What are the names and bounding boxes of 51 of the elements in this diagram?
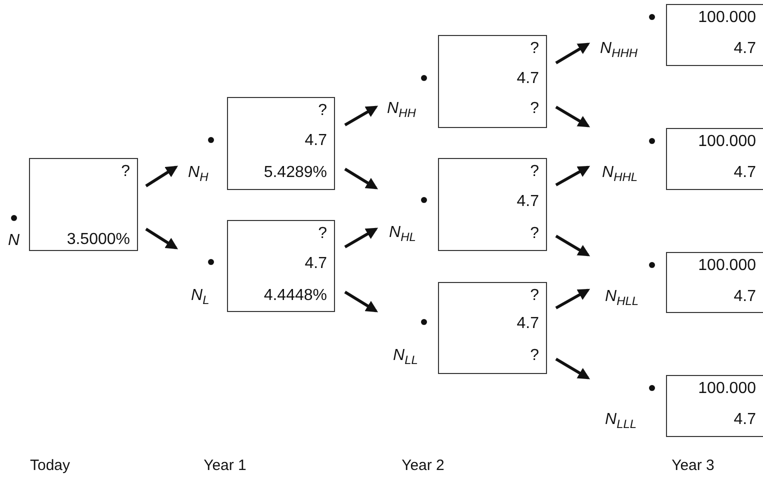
- node-value: 5.4289%: [264, 164, 327, 182]
- node-value: 4.4448%: [264, 287, 327, 305]
- arrow: [555, 106, 590, 128]
- arrow: [344, 106, 378, 126]
- arrow: [555, 234, 590, 256]
- node-value: ?: [530, 100, 539, 118]
- node-value: 4.7: [516, 70, 539, 88]
- node-value: 4.7: [734, 288, 756, 306]
- node-label: N$_{HHL}$: [602, 164, 638, 182]
- arrow: [145, 228, 178, 250]
- arrow: [555, 42, 590, 64]
- node-value: 100.000: [698, 257, 756, 275]
- node-value: 4.7: [734, 164, 756, 182]
- arrow: [344, 228, 378, 248]
- arrow: [344, 168, 378, 190]
- node-value: ?: [318, 102, 327, 120]
- node-value: 4.7: [516, 315, 539, 333]
- period-label: Year 2: [402, 457, 444, 475]
- node-label: N$_{HL}$: [389, 224, 416, 242]
- period-label: Year 1: [204, 457, 246, 475]
- node-value: ?: [530, 347, 539, 365]
- arrow: [555, 288, 590, 310]
- period-label: Year 3: [672, 457, 714, 475]
- node-value: 100.000: [698, 380, 756, 398]
- node-label: N$_{HLL}$: [605, 288, 639, 306]
- node-value: 4.7: [304, 132, 327, 150]
- node-value: 4.7: [304, 255, 327, 273]
- node-value: ?: [530, 225, 539, 243]
- node-label: N$_{L}$: [191, 287, 210, 305]
- node-value: 3.5000%: [66, 231, 130, 249]
- node-label: N$_{H}$: [188, 164, 208, 182]
- node-label: N$_{LLL}$: [605, 411, 637, 429]
- node-value: 4.7: [734, 40, 756, 58]
- period-label: Today: [30, 457, 70, 475]
- node-value: ?: [530, 40, 539, 58]
- node-value: 100.000: [698, 133, 756, 151]
- node-label: N$_{LL}$: [393, 347, 418, 365]
- node-label: N: [8, 232, 20, 250]
- arrow: [145, 166, 178, 188]
- node-label: N$_{HHH}$: [600, 40, 638, 58]
- node-value: 4.7: [734, 411, 756, 429]
- node-value: ?: [318, 225, 327, 243]
- node-value: ?: [530, 163, 539, 181]
- node-value: ?: [530, 287, 539, 305]
- node-value: 100.000: [698, 9, 756, 27]
- arrow: [555, 166, 590, 186]
- node-value: 4.7: [516, 193, 539, 211]
- arrow: [555, 358, 590, 380]
- node-value: ?: [121, 163, 130, 181]
- arrow: [344, 290, 378, 312]
- node-label: N$_{HH}$: [387, 100, 416, 118]
